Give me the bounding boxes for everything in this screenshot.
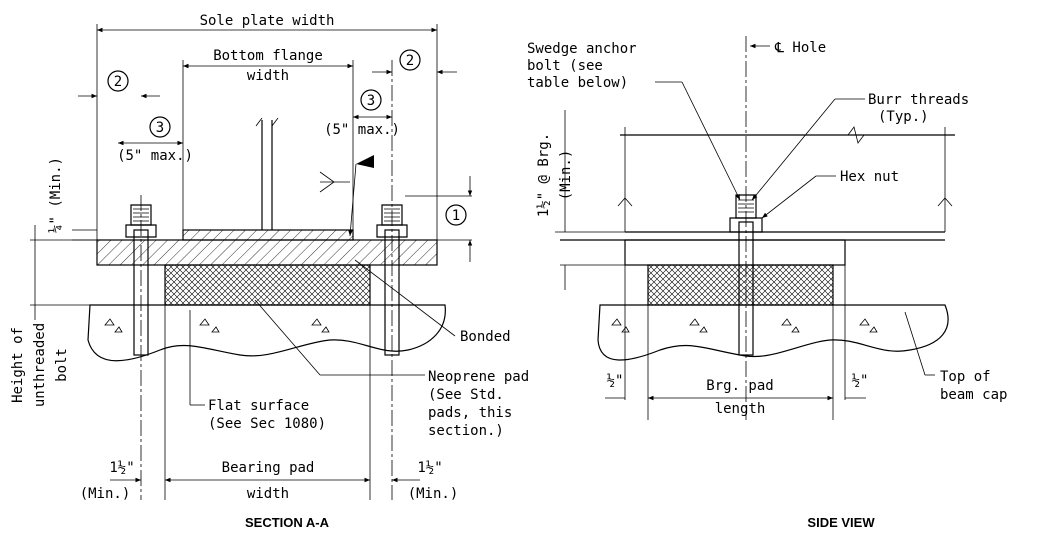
section-caption: SECTION A-A xyxy=(245,515,330,530)
side-view: ℄ Hole Swedge anchor bolt (see table bel… xyxy=(527,36,1007,530)
svg-text:2: 2 xyxy=(114,74,122,90)
bonded-label: Bonded xyxy=(460,329,511,345)
bottom-flange-width-label: width xyxy=(247,68,289,84)
five-max-left: (5" max.) xyxy=(117,148,193,164)
neoprene-label-1: Neoprene pad xyxy=(428,369,529,385)
flat-surface-ref: (See Sec 1080) xyxy=(208,416,326,432)
burr-threads-label: Burr threads xyxy=(868,92,969,108)
hex-nut-label: Hex nut xyxy=(840,169,899,185)
min-right: (Min.) xyxy=(408,486,459,502)
swedge-label-1: Swedge anchor xyxy=(527,41,637,57)
beam-cap xyxy=(87,304,446,362)
callout-3-left xyxy=(149,116,171,138)
section-a-a: Sole plate width Bottom flange width 2 2… xyxy=(10,13,529,530)
min-left: (Min.) xyxy=(80,486,131,502)
one-half-right: 1½" xyxy=(417,460,442,476)
svg-text:2: 2 xyxy=(406,53,414,69)
bottom-flange-label: Bottom flange xyxy=(213,48,323,64)
height-label-1: Height of xyxy=(10,327,26,403)
callout-3-right xyxy=(360,89,382,111)
one-half-brg-min: (Min.) xyxy=(558,150,574,201)
aggregate-marks-side xyxy=(611,318,878,333)
top-of-label: Top of xyxy=(940,369,991,385)
anchor-bolt-left xyxy=(125,195,157,500)
height-label-2: unthreaded xyxy=(32,323,48,407)
burr-typ-label: (Typ.) xyxy=(878,109,929,125)
beam-cap-label: beam cap xyxy=(940,387,1007,403)
sole-plate-side xyxy=(624,239,846,266)
half-inch-left: ½" xyxy=(607,373,624,389)
neoprene-label-3: pads, this xyxy=(428,405,512,421)
bearing-pad-label: Bearing pad xyxy=(222,460,315,476)
sole-plate xyxy=(96,239,438,266)
callout-2-left xyxy=(107,70,129,92)
neoprene-pad-side xyxy=(647,264,834,306)
callout-1 xyxy=(445,204,467,226)
svg-text:3: 3 xyxy=(156,120,164,136)
bottom-flange xyxy=(182,229,354,241)
brg-pad-label: Brg. pad xyxy=(706,378,773,394)
neoprene-label-4: section.) xyxy=(428,423,504,439)
swedge-label-2: bolt (see xyxy=(527,58,603,74)
one-half-left: 1½" xyxy=(109,460,134,476)
svg-text:3: 3 xyxy=(367,93,375,109)
beam-cap-side xyxy=(597,304,949,361)
aggregate-marks xyxy=(104,318,330,333)
five-max-right: (5" max.) xyxy=(324,122,400,138)
neoprene-pad xyxy=(164,264,371,306)
half-inch-right: ½" xyxy=(852,373,869,389)
side-view-caption: SIDE VIEW xyxy=(807,515,875,530)
svg-text:1: 1 xyxy=(452,208,460,224)
height-label-3: bolt xyxy=(54,348,70,382)
swedge-label-3: table below) xyxy=(527,75,628,91)
bearing-pad-width-label: width xyxy=(247,486,289,502)
cl-hole-label: ℄ Hole xyxy=(774,40,826,56)
length-label: length xyxy=(715,401,766,417)
neoprene-label-2: (See Std. xyxy=(428,387,504,403)
anchor-bolt-right xyxy=(376,60,408,500)
quarter-min-label: ¼" (Min.) xyxy=(48,157,64,233)
flat-surface-label: Flat surface xyxy=(208,398,309,414)
callout-2-right xyxy=(399,49,421,71)
sole-plate-width-label: Sole plate width xyxy=(200,13,335,29)
one-half-brg-label: 1½" @ Brg. xyxy=(536,133,552,217)
